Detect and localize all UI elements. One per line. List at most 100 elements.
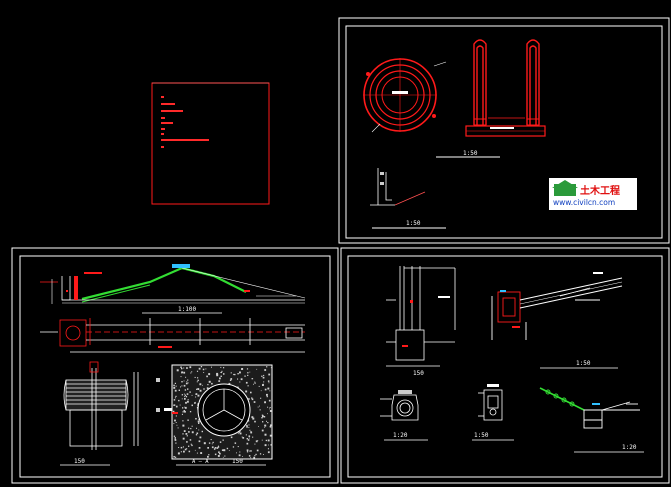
small-slope-section [370,168,426,206]
hatch-dot [221,449,224,451]
hatch-dot [175,405,178,408]
hatch-dot [184,389,187,391]
hatch-dot [260,390,262,392]
hatch-dot [264,424,267,427]
hatch-dot [187,379,189,381]
hatch-dot [186,367,188,369]
hatch-dot [181,371,184,374]
mid-scale-label: 1:50 [576,360,591,367]
hatch-dot [194,401,196,403]
logo-text: 土木工程 [580,184,620,197]
hatch-dot [220,375,222,377]
hatch-dot [191,425,193,427]
hatch-dot [195,434,197,436]
hatch-dot [229,379,232,381]
hatch-dot [268,382,270,384]
hatch-dot [178,399,180,402]
hatch-dot [237,378,239,380]
hatch-dot [247,439,250,441]
hatch-dot [198,440,201,443]
hatch-dot [218,451,220,453]
hatch-dot [242,456,243,457]
hatch-dot [194,376,196,378]
hatch-dot [177,452,180,455]
hatch-dot [248,398,250,400]
hatch-dot [253,401,256,403]
hatch-dot [198,418,200,421]
hatch-dot [174,382,176,384]
hatch-dot [239,432,242,435]
hatch-dot [220,371,223,374]
hatch-dot [208,442,211,444]
hatch-dot [252,436,254,438]
hatch-dot [173,423,175,424]
pipe-detail [380,390,419,421]
hatch-dot [262,384,264,386]
hatch-dot [186,381,188,382]
hatch-dot [224,455,226,457]
hatch-dot [196,370,199,372]
hatch-dot [270,424,272,427]
hatch-dot [260,397,262,399]
hatch-dot [251,416,254,419]
hatch-dot [250,450,252,452]
hatch-dot [262,421,264,423]
hatch-dot [253,383,254,385]
hatch-dot [198,423,200,424]
hatch-dot [211,446,214,449]
hatch-dot [261,429,264,432]
hatch-dot [262,415,264,418]
hatch-dot [196,381,198,383]
circular-plan-drawing [363,58,447,133]
hatch-dot [269,390,271,392]
hatch-dot [234,373,236,376]
hatch-dot [182,407,184,409]
hatch-dot [185,376,187,378]
hatch-dot [187,388,189,390]
hatch-dot [267,439,270,442]
hatch-dot [203,442,206,445]
hatch-dot [266,420,267,422]
hatch-dot [202,384,203,386]
hatch-dot [211,366,212,368]
stippled-section [164,364,273,460]
hatch-dot [266,395,268,398]
hatch-dot [269,425,272,428]
hatch-dot [179,404,181,406]
hatch-dot [207,384,209,386]
hatch-dot [247,385,249,387]
site-logo: 土木工程 www.civilcn.com [549,178,637,210]
hatch-dot [191,371,193,373]
hatch-dot [184,398,186,400]
hatch-dot [242,437,245,439]
hatch-dot [269,408,270,410]
hatch-dot [178,389,180,391]
hatch-dot [267,448,269,450]
hatch-dot [187,419,189,421]
hatch-dot [181,413,183,415]
hatch-dot [246,451,249,453]
hatch-dot [199,383,202,386]
hatch-dot [254,382,256,384]
hatch-dot [230,372,232,374]
elevation-drawing [465,39,546,137]
hatch-dot [181,398,183,400]
hatch-dot [183,430,186,432]
hatch-dot [180,386,181,388]
hatch-dot [191,444,193,447]
hatch-dot [183,450,185,453]
hatch-dot [267,451,270,454]
hatch-dot [190,372,192,374]
hatch-dot [264,401,266,404]
hatch-dot [197,388,200,390]
hatch-dot [173,410,175,413]
hatch-dot [175,415,177,417]
hatch-dot [176,369,179,372]
hatch-dot [181,381,183,383]
hatch-dot [240,378,243,381]
hatch-dot [237,433,239,435]
sloped-drain-drawing [491,272,623,340]
hatch-dot [246,426,248,428]
hatch-dot [186,448,188,450]
hatch-dot [218,380,221,382]
